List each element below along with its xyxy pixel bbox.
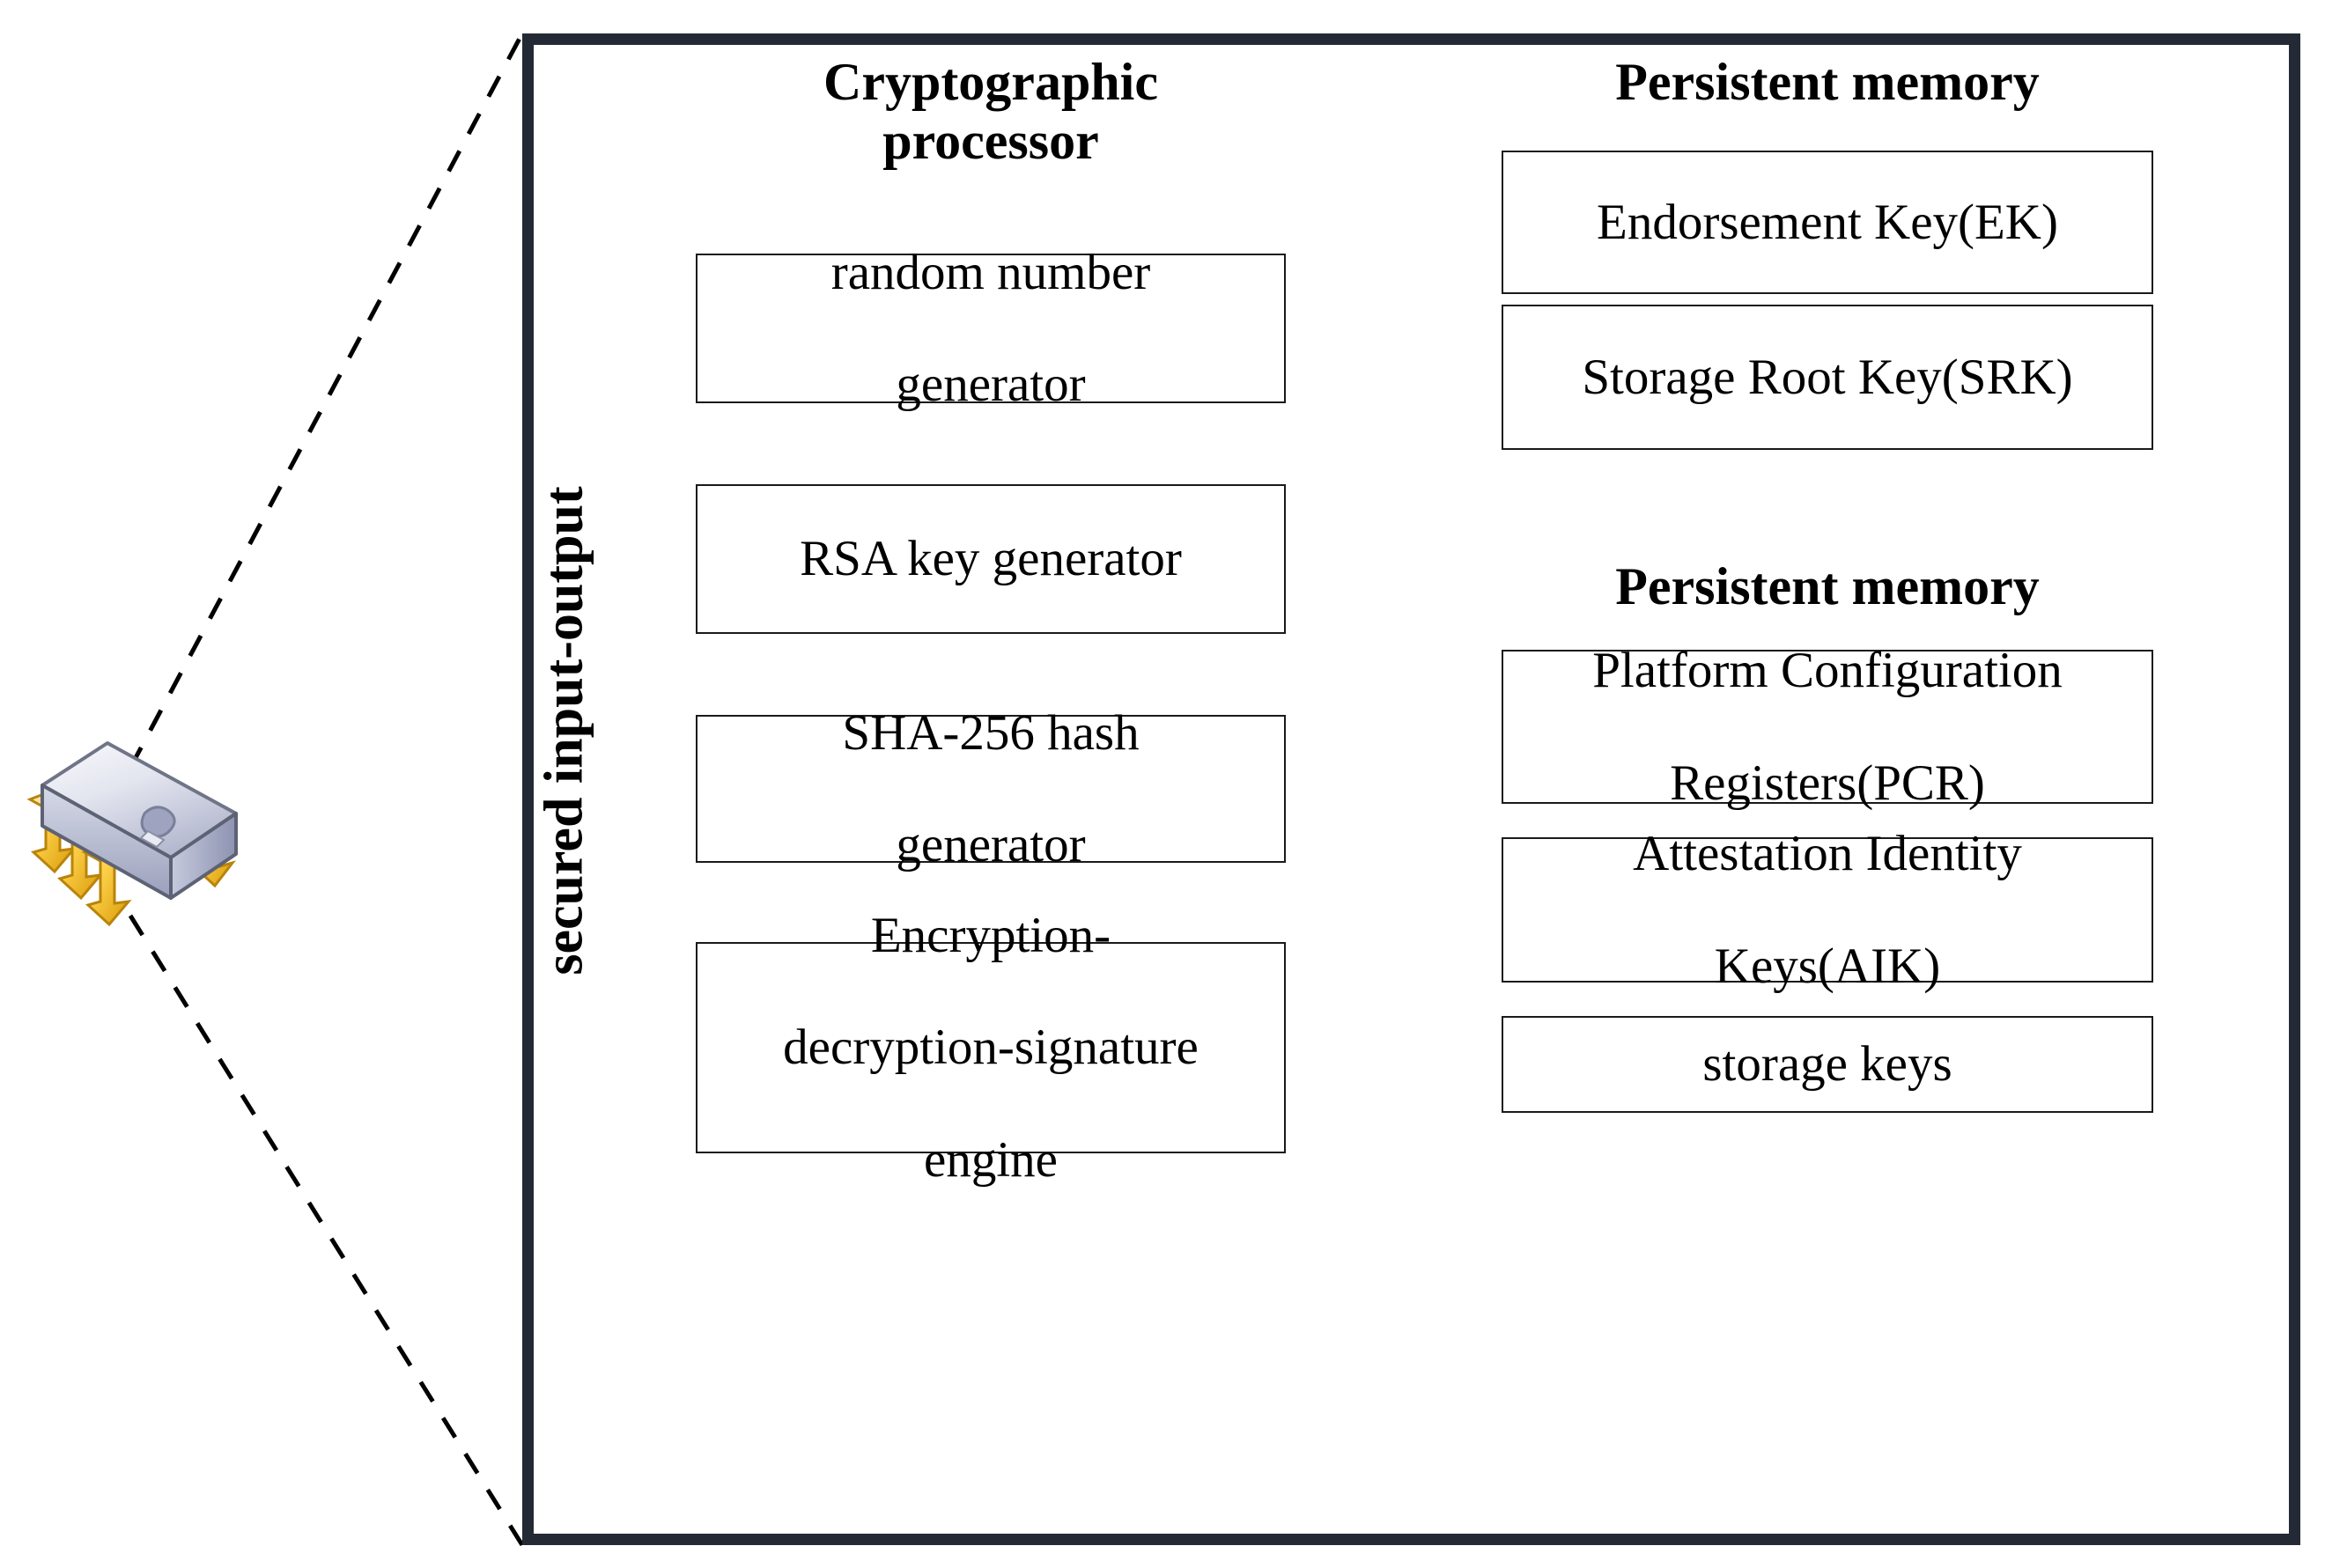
box-line-2: generator <box>896 357 1086 413</box>
tpm-chip-icon <box>26 741 238 927</box>
box-line-3: engine <box>924 1132 1058 1189</box>
box-platform-configuration-registers[interactable]: Platform Configuration Registers(PCR) <box>1502 643 2153 811</box>
box-random-number-generator[interactable]: random number generator <box>696 245 1286 412</box>
callout-line-top <box>128 32 525 769</box>
box-line-2: Keys(AIK) <box>1714 938 1941 994</box>
box-line-1: SHA-256 hash <box>842 704 1140 761</box>
chip-notch <box>140 806 176 838</box>
box-line-1: storage keys <box>1702 1036 1952 1093</box>
persistent-memory-column: Persistent memory Endorsement Key(EK) St… <box>1502 53 2153 1114</box>
heading-line-2: processor <box>882 112 1099 171</box>
box-storage-keys[interactable]: storage keys <box>1502 1016 2153 1114</box>
box-line-2: generator <box>896 817 1086 873</box>
box-line-1: Storage Root Key(SRK) <box>1582 349 2073 405</box>
box-line-2: Registers(PCR) <box>1670 755 1985 811</box>
heading-line-1: Cryptographic <box>823 53 1158 111</box>
box-endorsement-key[interactable]: Endorsement Key(EK) <box>1502 151 2153 295</box>
box-line-1: Endorsement Key(EK) <box>1597 194 2058 250</box>
box-rsa-key-generator[interactable]: RSA key generator <box>696 484 1286 635</box>
box-attestation-identity-keys[interactable]: Attestation Identity Keys(AIK) <box>1502 826 2153 994</box>
secured-input-output-label: secured input-output <box>522 291 607 1171</box>
box-sha-256-hash-generator[interactable]: SHA-256 hash generator <box>696 705 1286 872</box>
secured-input-output-text: secured input-output <box>534 486 594 975</box>
box-storage-root-key[interactable]: Storage Root Key(SRK) <box>1502 305 2153 451</box>
box-encryption-decryption-signature-engine[interactable]: Encryption- decryption-signature engine <box>696 908 1286 1188</box>
box-line-1: Encryption- <box>870 907 1111 963</box>
box-line-1: Attestation Identity <box>1633 826 2022 882</box>
persistent-memory-heading-1: Persistent memory <box>1615 53 2040 111</box>
chip-side-face <box>169 812 238 900</box>
box-line-1: Platform Configuration <box>1592 643 2063 699</box>
cryptographic-processor-column: Cryptographic processor random number ge… <box>696 53 1286 1188</box>
cryptographic-processor-heading: Cryptographic processor <box>696 53 1286 171</box>
callout-line-bottom <box>128 914 525 1547</box>
box-line-2: decryption-signature <box>783 1020 1199 1076</box>
persistent-memory-heading-2: Persistent memory <box>1615 557 2040 616</box>
chip-notch-cut <box>139 829 166 849</box>
box-line-1: random number <box>830 244 1151 300</box>
box-line-1: RSA key generator <box>800 531 1182 587</box>
